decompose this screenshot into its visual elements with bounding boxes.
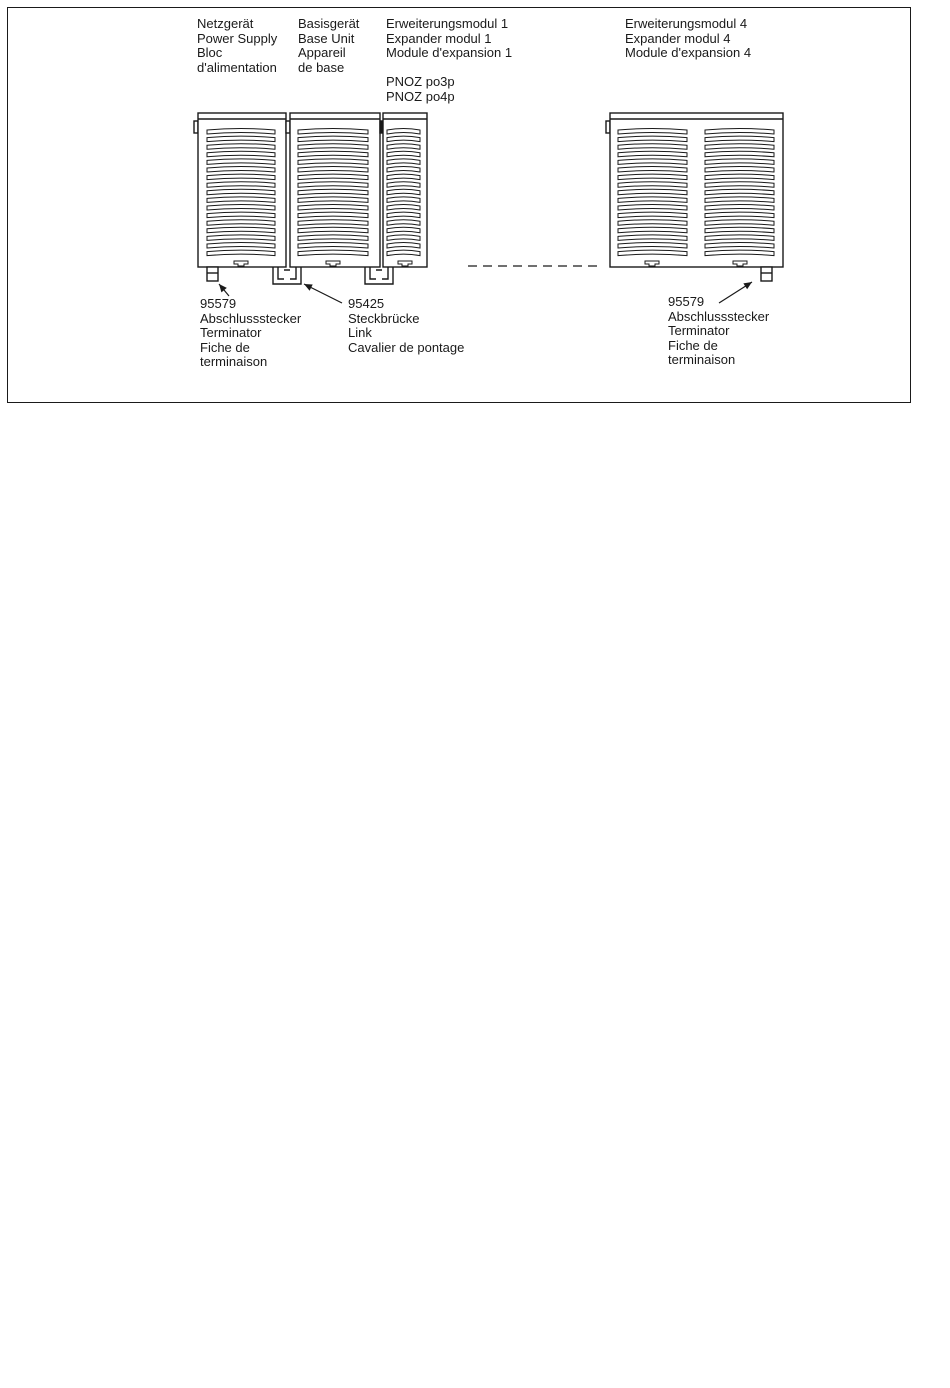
expander-module-1-label: Erweiterungsmodul 1 Expander modul 1 Mod…: [386, 16, 513, 60]
terminator-right-label: 95579 Abschlussstecker Terminator Fiche …: [668, 294, 770, 367]
power-supply-foot: [233, 260, 249, 267]
link-label: 95425 Steckbrücke Link Cavalier de ponta…: [348, 296, 465, 355]
link-connector-2: [364, 267, 394, 285]
power-supply-module-vents: [206, 128, 276, 257]
power-supply-label: Netzgerät Power Supply Bloc d'alimentati…: [197, 16, 278, 75]
expander-module-4-label: Erweiterungsmodul 4 Expander modul 4 Mod…: [625, 16, 752, 60]
arrow-to-link: [303, 283, 343, 304]
expander-module-1-models: PNOZ po3p PNOZ po4p: [386, 74, 455, 104]
base-unit-label: Basisgerät Base Unit Appareil de base: [298, 16, 360, 75]
expander-1-foot: [397, 260, 413, 267]
terminator-left-label: 95579 Abschlussstecker Terminator Fiche …: [200, 296, 302, 369]
expander-module-4-vents: [704, 128, 775, 257]
expander-4-foot-2: [732, 260, 748, 267]
terminator-right: [760, 266, 773, 282]
link-connector-1: [272, 267, 302, 285]
expander-4-foot-1: [644, 260, 660, 267]
arrow-to-terminator-left: [218, 283, 230, 297]
expander-module-4-vents: [617, 128, 688, 257]
expander-module-1-vents: [386, 128, 421, 257]
base-unit-foot: [325, 260, 341, 267]
arrow-to-terminator-right: [718, 281, 753, 304]
module-diagram: [193, 112, 784, 304]
terminator-left: [206, 266, 219, 282]
base-unit-module-vents: [297, 128, 369, 257]
diagram-frame: [7, 7, 911, 403]
